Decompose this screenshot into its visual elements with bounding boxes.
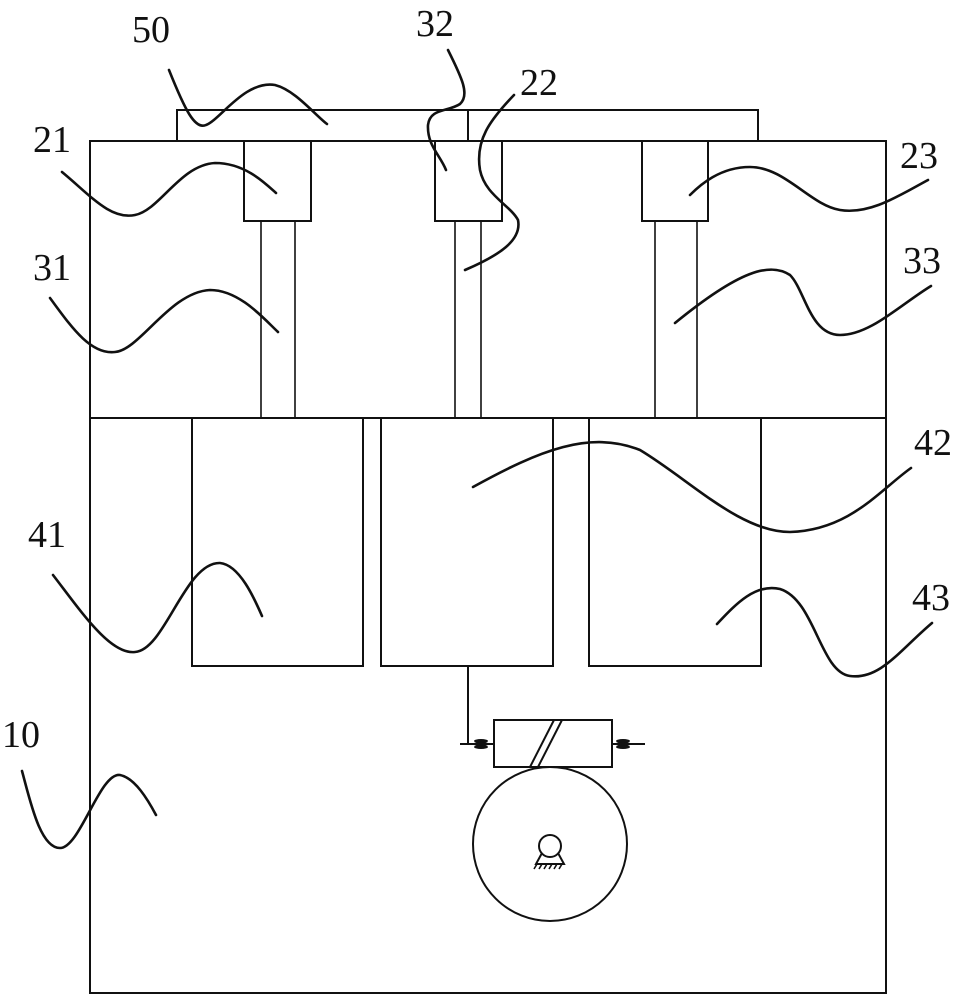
leader-31 — [48, 288, 280, 354]
leader-10 — [20, 769, 158, 850]
leader-32 — [426, 48, 466, 172]
pivot-support-icon — [533, 834, 566, 870]
connecting-link — [460, 666, 469, 745]
slider-slot-b — [537, 719, 563, 768]
label-50: 50 — [132, 9, 170, 51]
label-21: 21 — [33, 119, 71, 161]
leader-42 — [471, 440, 913, 534]
leader-22 — [463, 93, 520, 272]
leader-41 — [51, 561, 264, 654]
actuator-left — [243, 140, 312, 222]
spring-right-icon — [615, 739, 631, 749]
leader-43 — [715, 586, 934, 678]
label-43: 43 — [912, 577, 950, 619]
leader-21 — [60, 161, 278, 217]
label-32: 32 — [416, 3, 454, 45]
label-41: 41 — [28, 514, 66, 556]
label-31: 31 — [33, 247, 71, 289]
cam-wheel — [472, 766, 628, 922]
slider — [493, 719, 613, 768]
label-33: 33 — [903, 240, 941, 282]
label-10: 10 — [2, 714, 40, 756]
leader-33 — [673, 268, 933, 337]
actuator-middle — [434, 140, 503, 222]
block-left — [191, 417, 364, 667]
leader-23 — [688, 165, 930, 213]
spring-left-icon — [473, 739, 489, 749]
slider-slot-a — [529, 719, 555, 768]
leader-50 — [167, 68, 329, 128]
label-23: 23 — [900, 135, 938, 177]
actuator-right — [641, 140, 709, 222]
block-right — [588, 417, 762, 667]
label-42: 42 — [914, 422, 952, 464]
block-middle — [380, 417, 554, 667]
label-22: 22 — [520, 62, 558, 104]
